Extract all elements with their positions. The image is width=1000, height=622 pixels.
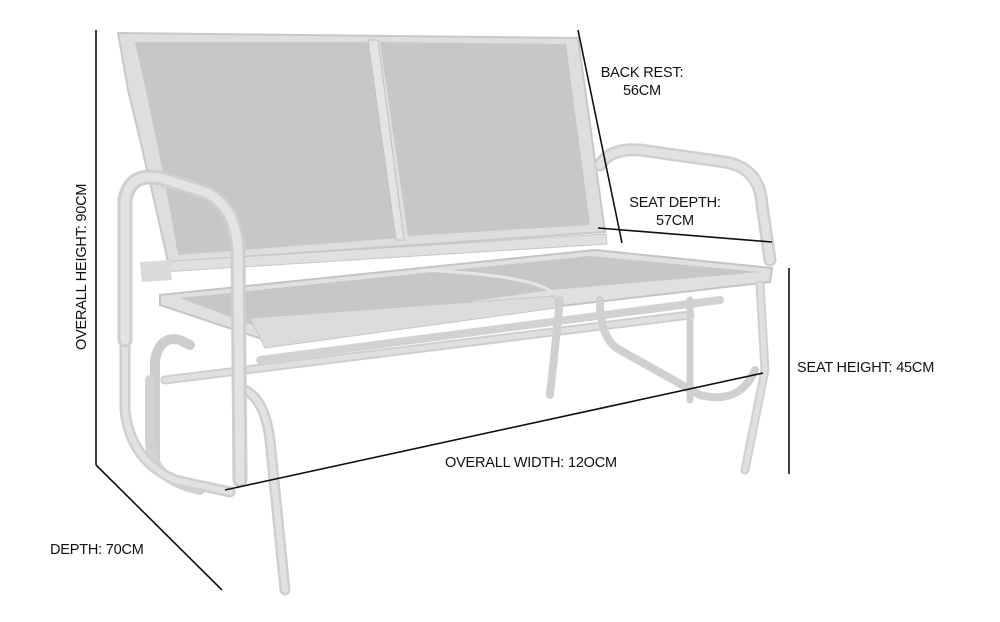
bench-back-rest [116, 31, 608, 282]
bench-right-armrest [593, 143, 777, 267]
back-rest-line [577, 29, 623, 244]
dimension-lines [95, 29, 790, 591]
bench-left-armrest [117, 169, 248, 488]
seat-depth-label: SEAT DEPTH: 57CM [610, 194, 740, 230]
bench-seat [159, 248, 774, 349]
seat-depth-title: SEAT DEPTH: [629, 195, 721, 211]
bench-base-frame [160, 280, 770, 475]
overall-width-label: OVERALL WIDTH: 12OCM [445, 455, 617, 471]
bench-left-legs [119, 324, 291, 596]
depth-label: DEPTH: 70CM [50, 542, 144, 558]
seat-depth-value: 57CM [656, 213, 694, 229]
seat-height-label: SEAT HEIGHT: 45CM [797, 360, 935, 376]
back-rest-label: BACK REST: 56CM [582, 64, 702, 100]
depth-line [95, 464, 223, 591]
seat-depth-line [597, 227, 773, 243]
back-rest-value: 56CM [623, 83, 661, 99]
overall-width-line [224, 372, 764, 491]
back-rest-title: BACK REST: [600, 65, 684, 81]
overall-height-label: OVERALL HEIGHT: 90CM [74, 183, 90, 350]
